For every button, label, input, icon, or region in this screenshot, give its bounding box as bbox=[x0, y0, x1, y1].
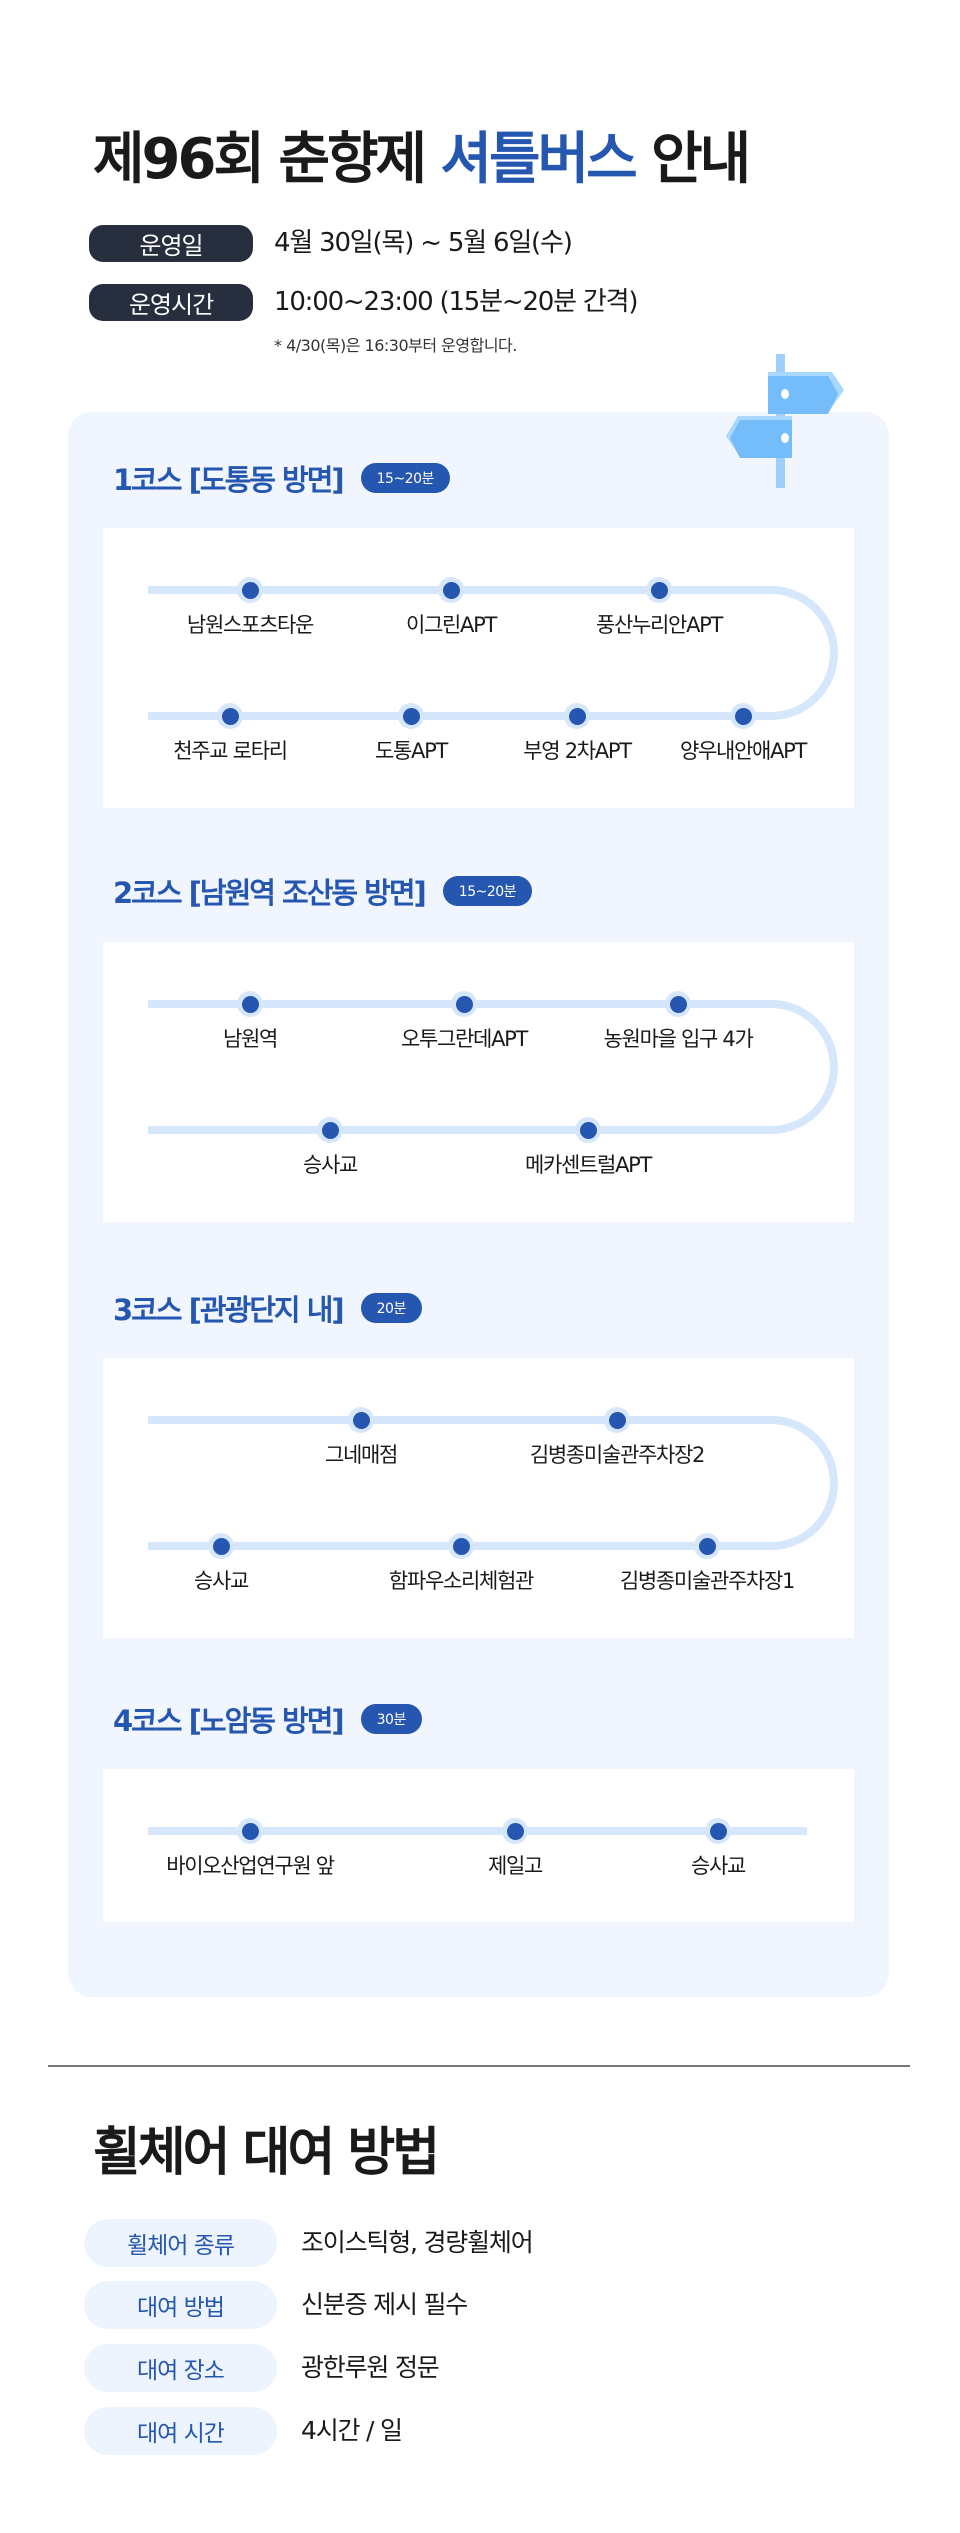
course-title: 3코스 [관광단지 내] bbox=[113, 1293, 345, 1327]
rental-method-value: 신분증 제시 필수 bbox=[301, 2290, 468, 2319]
title-text-end: 안내 bbox=[634, 127, 751, 192]
stop-label: 도통APT bbox=[375, 739, 448, 763]
route-line bbox=[148, 1416, 838, 1550]
stop-marker bbox=[237, 991, 263, 1017]
operating-hours-value: 10:00~23:00 (15분~20분 간격) bbox=[274, 287, 638, 317]
stop-marker bbox=[564, 703, 590, 729]
operating-days-value: 4월 30일(목) ~ 5월 6일(수) bbox=[274, 228, 573, 258]
stop-marker bbox=[448, 1533, 474, 1559]
stop-label: 천주교 로타리 bbox=[173, 739, 288, 763]
stop-label: 이그린APT bbox=[405, 613, 497, 637]
rental-place-label: 대여 장소 bbox=[84, 2344, 277, 2392]
rental-time-label: 대여 시간 bbox=[84, 2407, 277, 2455]
rental-method-label: 대여 방법 bbox=[84, 2281, 277, 2329]
stop-label: 메카센트럴APT bbox=[524, 1153, 652, 1177]
operating-note: * 4/30(목)은 16:30부터 운영합니다. bbox=[274, 336, 517, 355]
rental-place-value: 광한루원 정문 bbox=[301, 2353, 440, 2382]
stop-marker bbox=[646, 577, 672, 603]
interval-badge: 15~20분 bbox=[442, 876, 533, 906]
interval-badge: 30분 bbox=[360, 1704, 422, 1734]
stop-label: 풍산누리안APT bbox=[595, 613, 723, 637]
stop-label: 양우내안애APT bbox=[679, 739, 807, 763]
wheelchair-type-value: 조이스틱형, 경량휠체어 bbox=[301, 2228, 534, 2257]
stop-label: 남원스포츠타운 bbox=[186, 613, 314, 637]
section-divider bbox=[48, 2065, 910, 2067]
stop-label: 함파우소리체험관 bbox=[388, 1569, 534, 1593]
stop-label: 김병종미술관주차장2 bbox=[529, 1443, 706, 1467]
course-title: 1코스 [도통동 방면] bbox=[113, 463, 345, 497]
title-text: 제96회 춘향제 bbox=[93, 127, 441, 192]
operating-days-badge: 운영일 bbox=[89, 225, 253, 262]
stop-label: 오투그란데APT bbox=[400, 1027, 528, 1051]
course-heading: 2코스 [남원역 조산동 방면] 15~20분 bbox=[113, 871, 533, 911]
route-line bbox=[148, 1827, 807, 1835]
course-heading: 4코스 [노암동 방면] 30분 bbox=[113, 1699, 422, 1739]
page-title: 제96회 춘향제 셔틀버스 안내 bbox=[93, 122, 751, 198]
stop-marker bbox=[451, 991, 477, 1017]
stop-label: 김병종미술관주차장1 bbox=[619, 1569, 796, 1593]
stop-marker bbox=[705, 1818, 731, 1844]
stop-label: 농원마을 입구 4가 bbox=[603, 1027, 754, 1051]
route-line bbox=[148, 586, 838, 720]
stop-marker bbox=[730, 703, 756, 729]
operating-hours-badge: 운영시간 bbox=[89, 284, 253, 321]
course-title: 4코스 [노암동 방면] bbox=[113, 1704, 345, 1738]
stop-marker bbox=[317, 1117, 343, 1143]
stop-marker bbox=[237, 1818, 263, 1844]
stop-marker bbox=[237, 577, 263, 603]
route-map: 그네매점 김병종미술관주차장2 승사교 함파우소리체험관 김병종미술관주차장1 bbox=[103, 1358, 854, 1638]
stop-label: 부영 2차APT bbox=[523, 739, 632, 763]
title-highlight: 셔틀버스 bbox=[440, 127, 638, 192]
wheelchair-type-label: 휠체어 종류 bbox=[84, 2219, 277, 2267]
stop-marker bbox=[348, 1407, 374, 1433]
rental-time-value: 4시간 / 일 bbox=[301, 2416, 403, 2445]
course-title: 2코스 [남원역 조산동 방면] bbox=[113, 876, 427, 910]
stop-marker bbox=[575, 1117, 601, 1143]
stop-label: 승사교 bbox=[690, 1854, 746, 1878]
stop-label: 바이오산업연구원 앞 bbox=[166, 1854, 335, 1878]
stop-label: 남원역 bbox=[222, 1027, 278, 1051]
signpost-icon bbox=[726, 354, 844, 488]
stop-marker bbox=[208, 1533, 234, 1559]
course-heading: 1코스 [도통동 방면] 15~20분 bbox=[113, 458, 450, 498]
interval-badge: 15~20분 bbox=[360, 463, 450, 493]
stop-marker bbox=[217, 703, 243, 729]
stop-marker bbox=[398, 703, 424, 729]
route-line bbox=[148, 1000, 838, 1134]
stop-marker bbox=[604, 1407, 630, 1433]
route-map: 바이오산업연구원 앞 제일고 승사교 bbox=[103, 1769, 854, 1922]
stop-label: 승사교 bbox=[302, 1153, 358, 1177]
route-map: 남원스포츠타운 이그린APT 풍산누리안APT 천주교 로타리 도통APT 부영 2차AP… bbox=[103, 528, 854, 808]
stop-marker bbox=[694, 1533, 720, 1559]
stop-label: 그네매점 bbox=[324, 1443, 398, 1467]
interval-badge: 20분 bbox=[360, 1293, 422, 1323]
wheelchair-title: 휠체어 대여 방법 bbox=[93, 2123, 440, 2183]
stop-marker bbox=[665, 991, 691, 1017]
stop-label: 승사교 bbox=[193, 1569, 249, 1593]
stop-marker bbox=[502, 1818, 528, 1844]
stop-marker bbox=[438, 577, 464, 603]
stop-label: 제일고 bbox=[487, 1854, 543, 1878]
course-heading: 3코스 [관광단지 내] 20분 bbox=[113, 1288, 422, 1328]
